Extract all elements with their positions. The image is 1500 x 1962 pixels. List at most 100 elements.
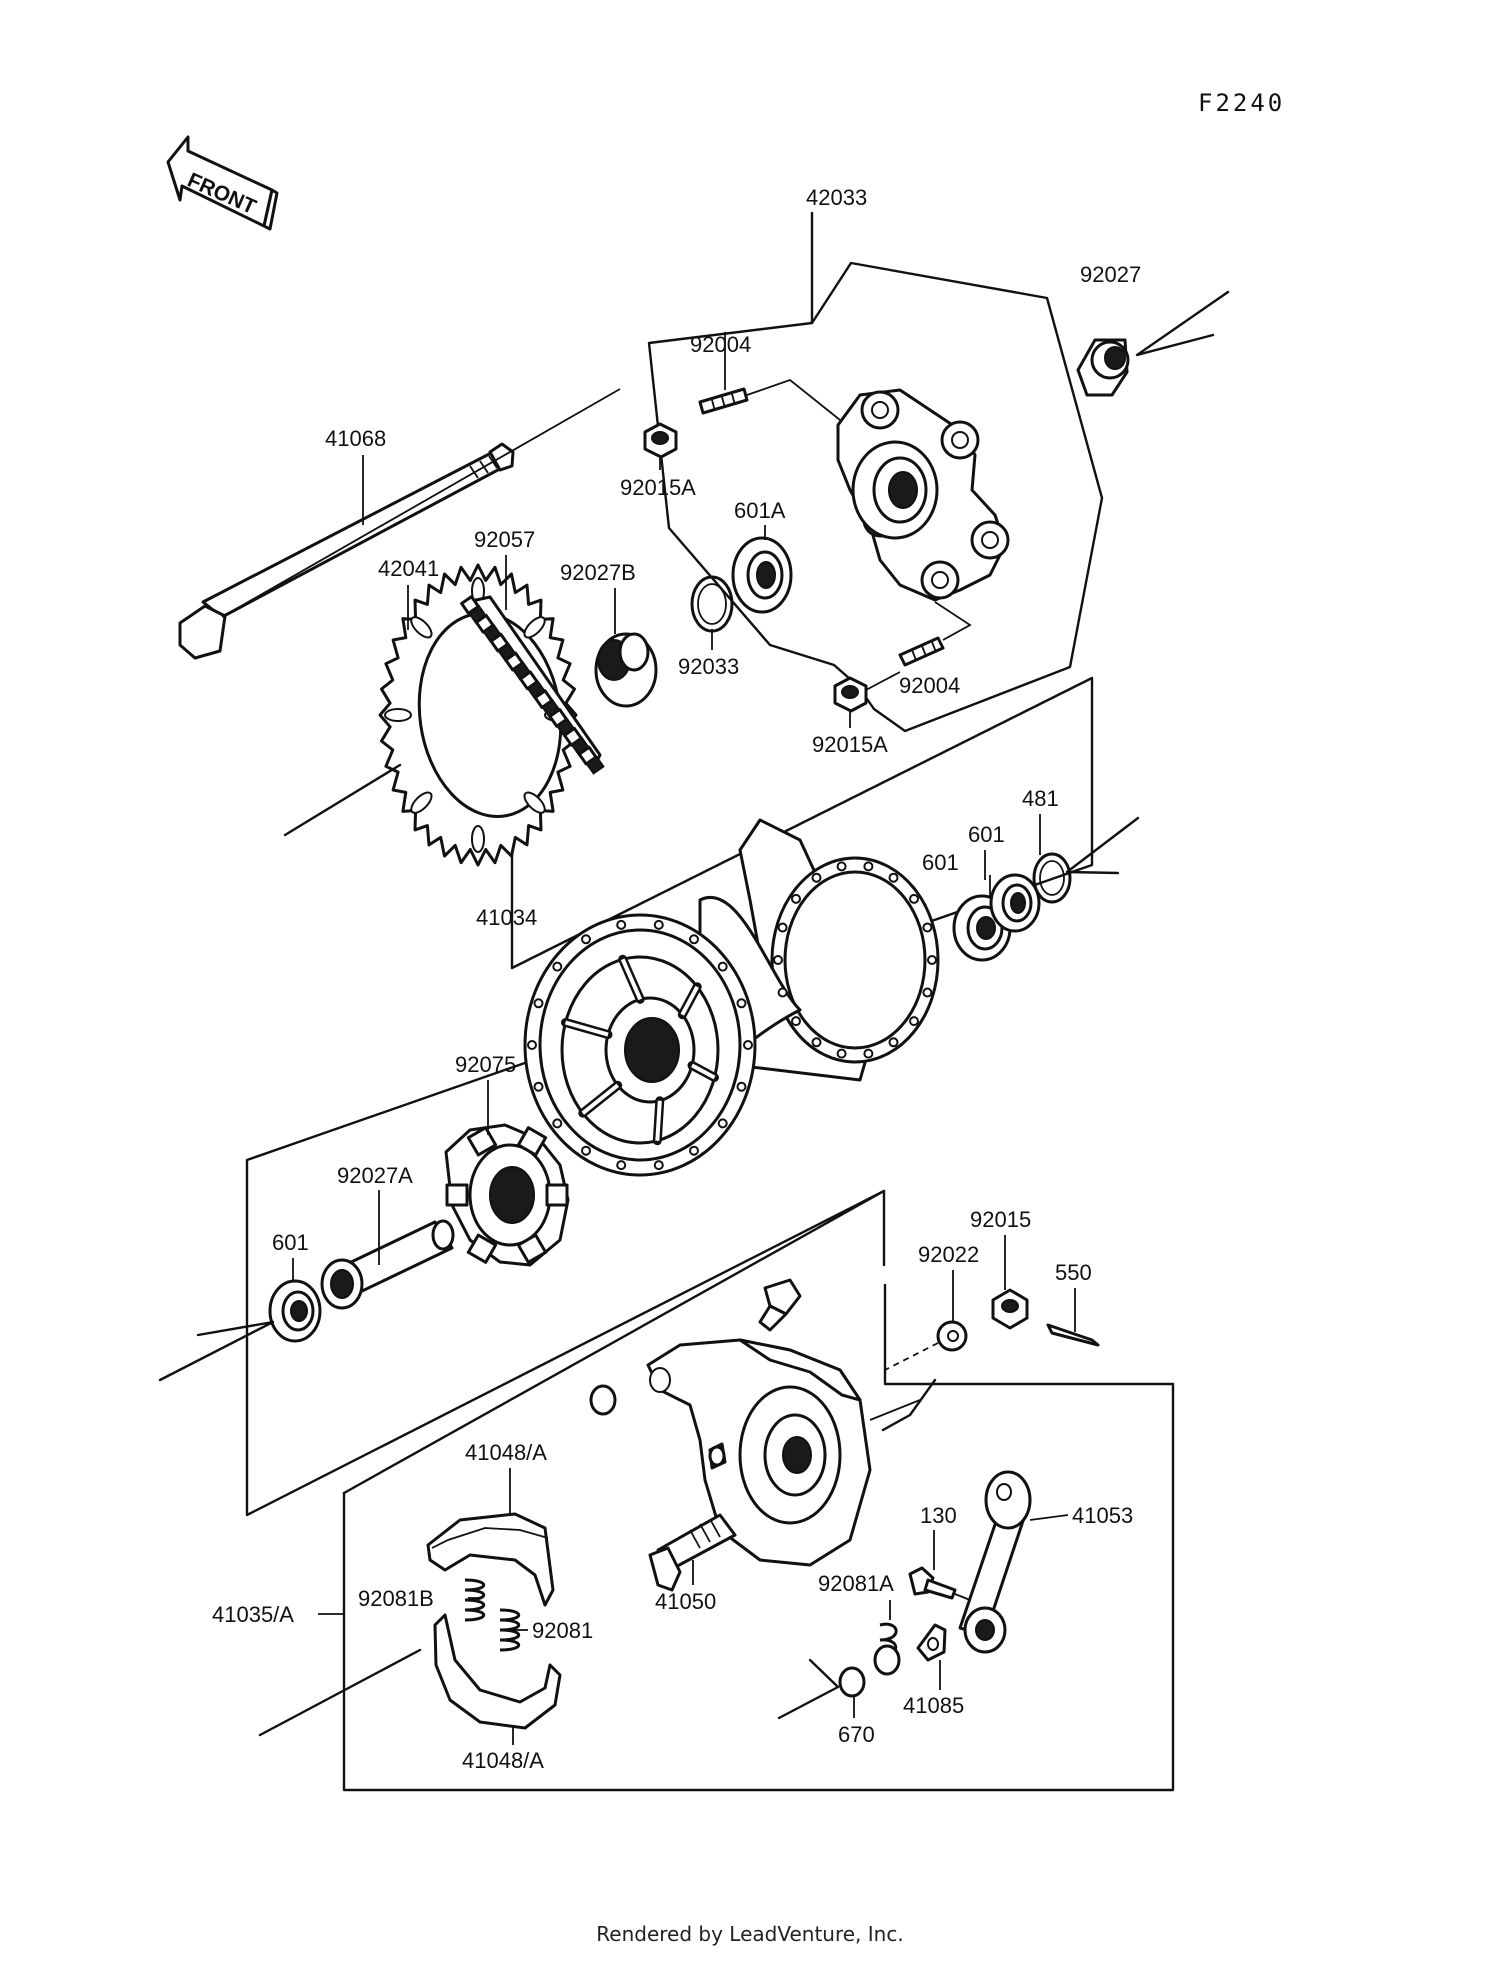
label-601a[interactable]: 601A: [734, 498, 786, 523]
spoke-hole: [888, 872, 899, 883]
spoke-hole: [863, 1048, 874, 1059]
label-92022[interactable]: 92022: [918, 1242, 979, 1267]
label-41034[interactable]: 41034: [476, 905, 537, 930]
spoke-hole: [836, 1048, 847, 1059]
spoke-hole: [581, 1145, 591, 1156]
label-92033[interactable]: 92033: [678, 654, 739, 679]
label-92015a-lower[interactable]: 92015A: [812, 732, 888, 757]
cotter-pin-550: [1046, 1323, 1100, 1347]
label-481[interactable]: 481: [1022, 786, 1059, 811]
label-42033[interactable]: 42033: [806, 185, 867, 210]
spoke-hole: [689, 1145, 699, 1156]
sprocket-42041: [283, 563, 578, 867]
spoke-hole: [689, 934, 699, 945]
label-41068[interactable]: 41068: [325, 426, 386, 451]
label-92027[interactable]: 92027: [1080, 262, 1141, 287]
brake-shoe-41048a-lower: [258, 1613, 562, 1737]
label-92075[interactable]: 92075: [455, 1052, 516, 1077]
spoke-hole: [527, 1040, 537, 1050]
spoke-hole: [922, 987, 933, 998]
label-601-inner[interactable]: 601: [922, 850, 959, 875]
label-41085[interactable]: 41085: [903, 1693, 964, 1718]
label-41053[interactable]: 41053: [1072, 1503, 1133, 1528]
spoke-hole: [909, 1016, 919, 1027]
damper-lug: [466, 1233, 498, 1264]
spring-92081a: [873, 1622, 901, 1676]
wheel-hub-41034: [523, 818, 940, 1177]
spoke-hole: [736, 998, 747, 1009]
label-92057[interactable]: 92057: [474, 527, 535, 552]
spoke-hole: [811, 1037, 822, 1048]
spoke-hole: [552, 1118, 563, 1129]
sprocket-slot: [410, 616, 433, 639]
brake-shoe-41048a-upper: [426, 1512, 555, 1607]
spoke-hole: [743, 1040, 753, 1050]
spoke-hole: [888, 1037, 899, 1048]
hub-rib-highlight: [655, 1100, 662, 1141]
spoke-hole: [552, 961, 563, 972]
label-92081b[interactable]: 92081B: [358, 1586, 434, 1611]
camshaft-41050: [648, 1513, 737, 1592]
brake-lever-41053: [958, 1470, 1069, 1654]
spring-92081: [499, 1608, 521, 1652]
damper-lug: [516, 1233, 548, 1264]
bearing-601-right-outer: [989, 873, 1041, 933]
damper-lug: [545, 1183, 569, 1207]
label-42041[interactable]: 42041: [378, 556, 439, 581]
spoke-hole: [581, 934, 591, 945]
bearing-601-left: [158, 1279, 322, 1382]
hub-rib-highlight: [691, 1063, 716, 1080]
spoke-hole: [533, 1081, 544, 1092]
label-41035a[interactable]: 41035/A: [212, 1602, 294, 1627]
label-92015[interactable]: 92015: [970, 1207, 1031, 1232]
label-41050[interactable]: 41050: [655, 1589, 716, 1614]
diagram-code: F2240: [1198, 89, 1285, 117]
circlip-92033: [690, 575, 734, 633]
bolt-stopper: [758, 1278, 802, 1332]
label-670[interactable]: 670: [838, 1722, 875, 1747]
label-41048a-lower[interactable]: 41048/A: [462, 1748, 544, 1773]
spoke-hole: [773, 955, 783, 965]
spoke-hole: [863, 861, 874, 872]
front-arrow-icon: FRONT: [166, 135, 279, 231]
collar-92027: [1076, 290, 1230, 397]
stud-92004-upper: [698, 378, 841, 421]
hub-rib-highlight: [680, 985, 699, 1016]
chain-92057: [460, 595, 605, 775]
label-550[interactable]: 550: [1055, 1260, 1092, 1285]
bearing-601a: [731, 536, 793, 614]
nut-92015a-upper: [643, 422, 678, 459]
label-92081a[interactable]: 92081A: [818, 1571, 894, 1596]
sprocket-slot: [523, 616, 546, 639]
footer-credit: Rendered by LeadVenture, Inc.: [596, 1922, 903, 1946]
wear-indicator-41085: [916, 1623, 947, 1662]
spoke-hole: [791, 1016, 801, 1027]
washer-92022: [884, 1320, 968, 1371]
label-92004-upper[interactable]: 92004: [690, 332, 751, 357]
spoke-hole: [533, 998, 544, 1009]
label-130[interactable]: 130: [920, 1503, 957, 1528]
label-92027a[interactable]: 92027A: [337, 1163, 413, 1188]
leader-lines: [292, 332, 1076, 1745]
spoke-hole: [909, 893, 919, 904]
spring-92081b: [464, 1578, 486, 1622]
sprocket-slot: [384, 708, 412, 722]
label-92081[interactable]: 92081: [532, 1618, 593, 1643]
spoke-hole: [777, 987, 788, 998]
damper-92075: [444, 1123, 570, 1267]
sprocket-slot: [471, 825, 485, 853]
spoke-hole: [927, 955, 937, 965]
damper-lug: [516, 1126, 548, 1157]
label-92004-lower[interactable]: 92004: [899, 673, 960, 698]
label-601-left[interactable]: 601: [272, 1230, 309, 1255]
label-601-outer[interactable]: 601: [968, 822, 1005, 847]
spoke-hole: [922, 922, 933, 933]
damper-lug: [445, 1183, 469, 1207]
label-92027b[interactable]: 92027B: [560, 560, 636, 585]
spoke-hole: [736, 1081, 747, 1092]
label-92015a-upper[interactable]: 92015A: [620, 475, 696, 500]
spoke-hole: [836, 861, 847, 872]
spoke-hole: [616, 919, 627, 930]
label-41048a-upper[interactable]: 41048/A: [465, 1440, 547, 1465]
sprocket-slot: [523, 791, 546, 814]
